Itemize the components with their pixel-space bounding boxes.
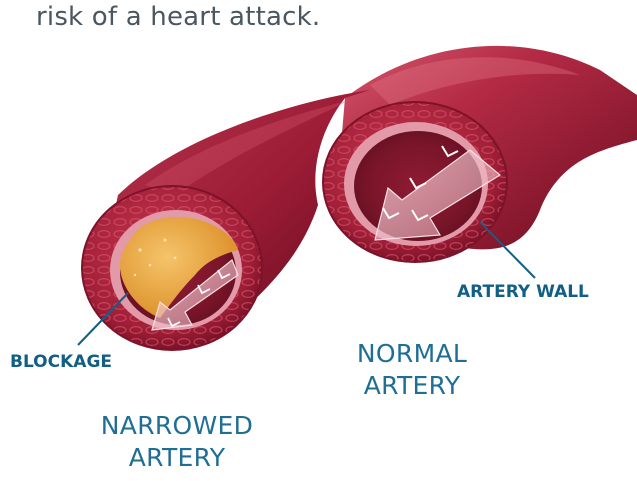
narrowed-artery-label-line2: ARTERY [82,442,272,474]
normal-artery-label: NORMAL ARTERY [332,338,492,402]
blockage-label: BLOCKAGE [10,352,112,372]
normal-artery-label-line1: NORMAL [332,338,492,370]
artery-wall-label: ARTERY WALL [457,282,589,302]
intro-text: risk of a heart attack. [36,2,320,32]
normal-artery-cross-section [323,102,507,262]
narrowed-artery-cross-section [82,186,262,350]
narrowed-artery-label: NARROWED ARTERY [82,410,272,474]
narrowed-artery-label-line1: NARROWED [82,410,272,442]
normal-artery-label-line2: ARTERY [332,370,492,402]
